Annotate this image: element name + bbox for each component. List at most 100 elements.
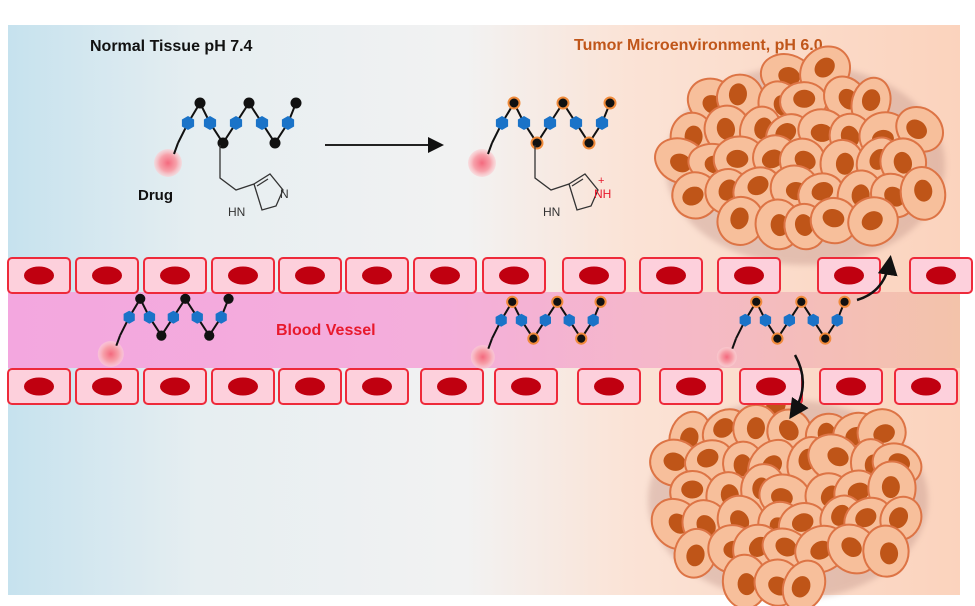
- tumor-cluster-lower: [648, 380, 928, 606]
- tumor-cell-nucleus: [791, 576, 811, 598]
- tumor-cell-nucleus: [873, 424, 895, 443]
- protonated-bead: [507, 96, 521, 110]
- tumor-cell-nucleus: [855, 508, 877, 528]
- tumor-cell-nucleus: [810, 123, 833, 142]
- protonated-bead: [582, 136, 596, 150]
- tumor-cell-nucleus: [793, 89, 816, 108]
- tumor-cell-nucleus: [681, 480, 704, 499]
- tumor-microenvironment-label: Tumor Microenvironment, pH 6.0: [574, 37, 823, 54]
- tumor-cell-nucleus: [716, 117, 736, 140]
- blue-bead: [543, 116, 557, 130]
- tumor-cell-nucleus: [747, 176, 769, 196]
- drug-molecule: [97, 341, 124, 367]
- endothelial-nucleus: [92, 266, 122, 285]
- vessel-wall-upper: [7, 257, 973, 294]
- endothelial-nucleus: [594, 377, 624, 396]
- tumor-cell-nucleus: [810, 540, 832, 560]
- tumor-cell-nucleus: [914, 179, 933, 202]
- imidazole-hn-label: HN: [228, 205, 245, 219]
- tumor-cell-nucleus: [726, 149, 749, 168]
- blue-bead: [807, 313, 819, 327]
- neutral-bead: [135, 293, 146, 304]
- blue-bead: [515, 313, 528, 327]
- protonated-bead: [556, 96, 570, 110]
- polymer-chain-protonated: [468, 96, 617, 177]
- tumor-cell-nucleus: [682, 186, 704, 206]
- tumor-cell-nucleus: [713, 418, 734, 438]
- blue-bead: [229, 116, 243, 130]
- imidazole-protonated: [534, 145, 599, 211]
- tumor-cell-nucleus: [794, 214, 814, 236]
- tumor-cell-nucleus: [778, 67, 801, 86]
- tumor-cell: [899, 166, 947, 221]
- blue-bead: [539, 313, 551, 327]
- blue-bead: [563, 313, 575, 327]
- chain-bond: [731, 338, 737, 350]
- arrow-to-upper-tumor: [856, 255, 898, 302]
- tumor-cell-nucleus: [761, 149, 784, 169]
- endothelial-nucleus: [499, 266, 529, 285]
- blue-bead: [831, 313, 843, 327]
- blue-bead: [143, 310, 156, 324]
- blood-vessel-label: Blood Vessel: [276, 322, 376, 339]
- protonated-bead: [594, 295, 607, 308]
- tumor-cell-nucleus: [663, 452, 686, 471]
- endothelial-nucleus: [160, 377, 190, 396]
- blue-bead: [739, 313, 751, 327]
- arrow-to-lower-tumor: [789, 354, 809, 420]
- tumor-cell-nucleus: [686, 544, 705, 567]
- endothelial-nucleus: [430, 266, 460, 285]
- tumor-cell-nucleus: [822, 208, 845, 228]
- normal-tissue-label: Normal Tissue pH 7.4: [90, 38, 253, 55]
- tumor-cell-nucleus: [778, 419, 799, 441]
- endothelial-nucleus: [362, 377, 392, 396]
- neutral-bead: [194, 97, 206, 109]
- tumor-cell-nucleus: [775, 537, 797, 557]
- chain-bond: [487, 338, 493, 350]
- endothelial-nucleus: [836, 377, 866, 396]
- drug-molecule: [716, 347, 737, 367]
- tumor-cell-nucleus: [791, 513, 814, 532]
- endothelial-nucleus: [228, 266, 258, 285]
- chain-bond: [115, 335, 121, 347]
- endothelial-nucleus: [228, 377, 258, 396]
- tumor-cell-nucleus: [841, 537, 862, 557]
- tumor-cell-nucleus: [893, 151, 913, 174]
- protonated-bead: [575, 332, 588, 345]
- blue-bead: [255, 116, 269, 130]
- blue-bead: [281, 116, 295, 130]
- tumor-cell-nucleus: [861, 89, 881, 111]
- tumor-cell-nucleus: [814, 57, 835, 78]
- tumor-cell-nucleus: [737, 573, 756, 596]
- protonated-bead: [838, 295, 851, 308]
- protonated-bead: [819, 332, 832, 345]
- blue-bead: [587, 313, 599, 327]
- chain-bond: [487, 142, 493, 155]
- blue-bead: [167, 310, 179, 324]
- polymer-chain-neutral: [97, 293, 234, 367]
- tumor-cell: [716, 195, 765, 246]
- chain-bond: [173, 142, 179, 155]
- endothelial-nucleus: [579, 266, 609, 285]
- endothelial-nucleus: [926, 266, 956, 285]
- endothelial-nucleus: [295, 266, 325, 285]
- endothelial-nucleus: [511, 377, 541, 396]
- endothelial-nucleus: [437, 377, 467, 396]
- tumor-cell: [862, 524, 910, 578]
- endothelial-nucleus: [362, 266, 392, 285]
- drug-label: Drug: [138, 187, 173, 204]
- protonated-bead: [750, 295, 763, 308]
- polymer-chain-protonated: [716, 295, 851, 367]
- drug-molecule: [154, 149, 182, 177]
- neutral-bead: [290, 97, 302, 109]
- tumor-cell: [847, 196, 899, 247]
- protonated-hn-label: HN: [543, 205, 560, 219]
- endothelial-nucleus: [295, 377, 325, 396]
- tumor-cell-nucleus: [696, 448, 719, 468]
- protonated-bead: [795, 295, 808, 308]
- positive-charge-label: +: [598, 175, 604, 187]
- tumor-cell-nucleus: [861, 211, 883, 231]
- drug-molecule: [468, 149, 496, 177]
- endothelial-nucleus: [24, 377, 54, 396]
